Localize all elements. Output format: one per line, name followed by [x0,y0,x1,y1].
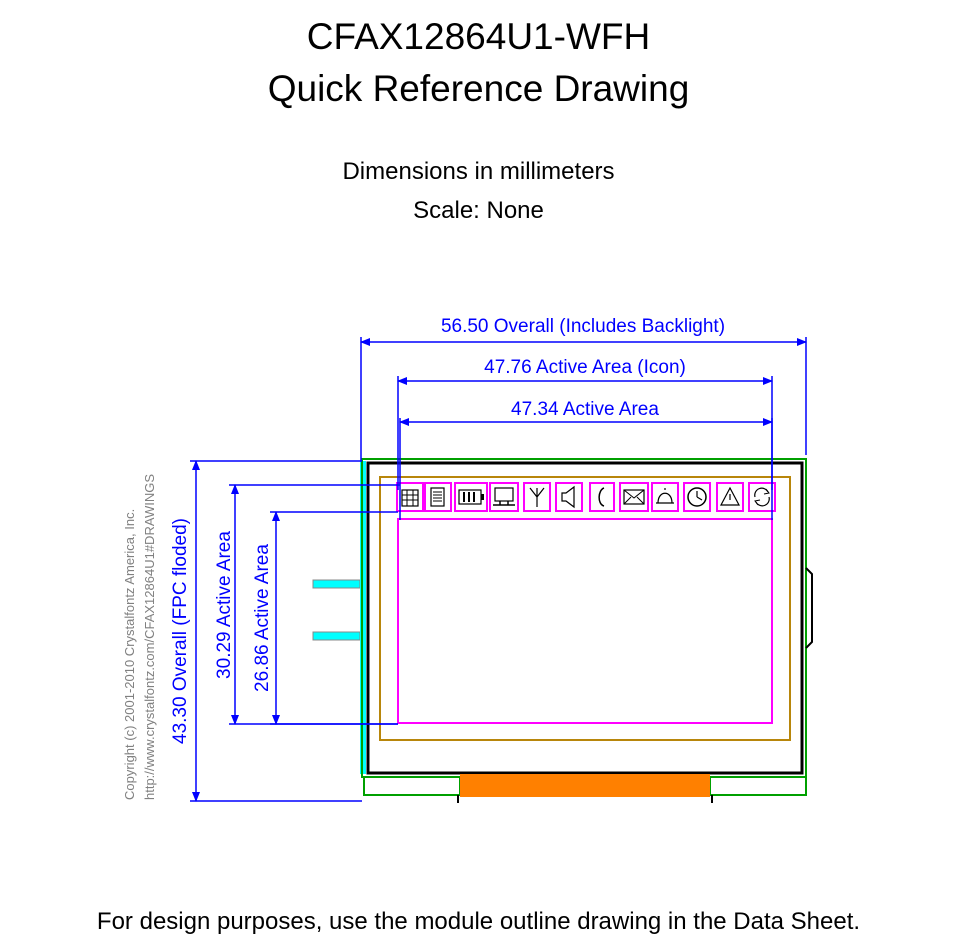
scale-note: Scale: None [413,197,544,224]
viewing-area [379,476,791,741]
fpc-tab-top [312,579,361,589]
dim-overall-width: 56.50 Overall (Includes Backlight) [360,316,807,461]
dim-active-area-width: 47.34 Active Area [399,399,773,520]
dim-active-area-height: 26.86 Active Area [252,511,398,725]
fpc-connector [460,774,710,797]
dim-active-area-icon: 47.76 Active Area (Icon) [397,357,773,490]
active-area [397,518,773,724]
title-line-2: Quick Reference Drawing [267,68,690,109]
monitor-icon [489,482,519,512]
dim-active-area-width-label: 47.34 Active Area [511,399,659,420]
bezel-outline [361,458,807,778]
battery-icon [454,482,488,512]
bottom-bezel-right [709,776,807,796]
clock-icon [683,482,711,512]
units-note: Dimensions in millimeters [342,158,615,185]
side-tab [805,567,813,649]
title-line-1: CFAX12864U1-WFH [306,16,651,57]
keypad-icon [396,482,424,512]
dim-overall-height: 43.30 Overall (FPC floded) [170,460,362,802]
dim-overall-height-label: 43.30 Overall (FPC floded) [170,518,191,744]
footer-note: For design purposes, use the module outl… [96,908,861,935]
refresh-icon [748,482,776,512]
bottom-bezel-left [363,776,461,796]
bell-icon [651,482,679,512]
copyright-url: http://www.crystalfontz.com/CFAX12864U1#… [142,474,157,800]
dim-active-area-height-icon: 30.29 Active Area [214,484,400,725]
phone-icon [589,482,615,512]
dim-overall-width-label: 56.50 Overall (Includes Backlight) [441,316,725,337]
icon-row [396,482,776,512]
envelope-icon [619,482,649,512]
dim-active-area-height-label: 26.86 Active Area [252,544,273,692]
dim-active-area-icon-label: 47.76 Active Area (Icon) [484,357,686,378]
fpc-tab-bottom [312,631,361,641]
document-icon [424,482,452,512]
panel-outline [366,461,804,775]
antenna-icon [523,482,551,512]
speaker-icon [555,482,583,512]
dim-active-area-height-icon-label: 30.29 Active Area [214,531,235,679]
copyright-text: Copyright (c) 2001-2010 Crystalfontz Ame… [122,509,137,800]
warning-icon [716,482,744,512]
